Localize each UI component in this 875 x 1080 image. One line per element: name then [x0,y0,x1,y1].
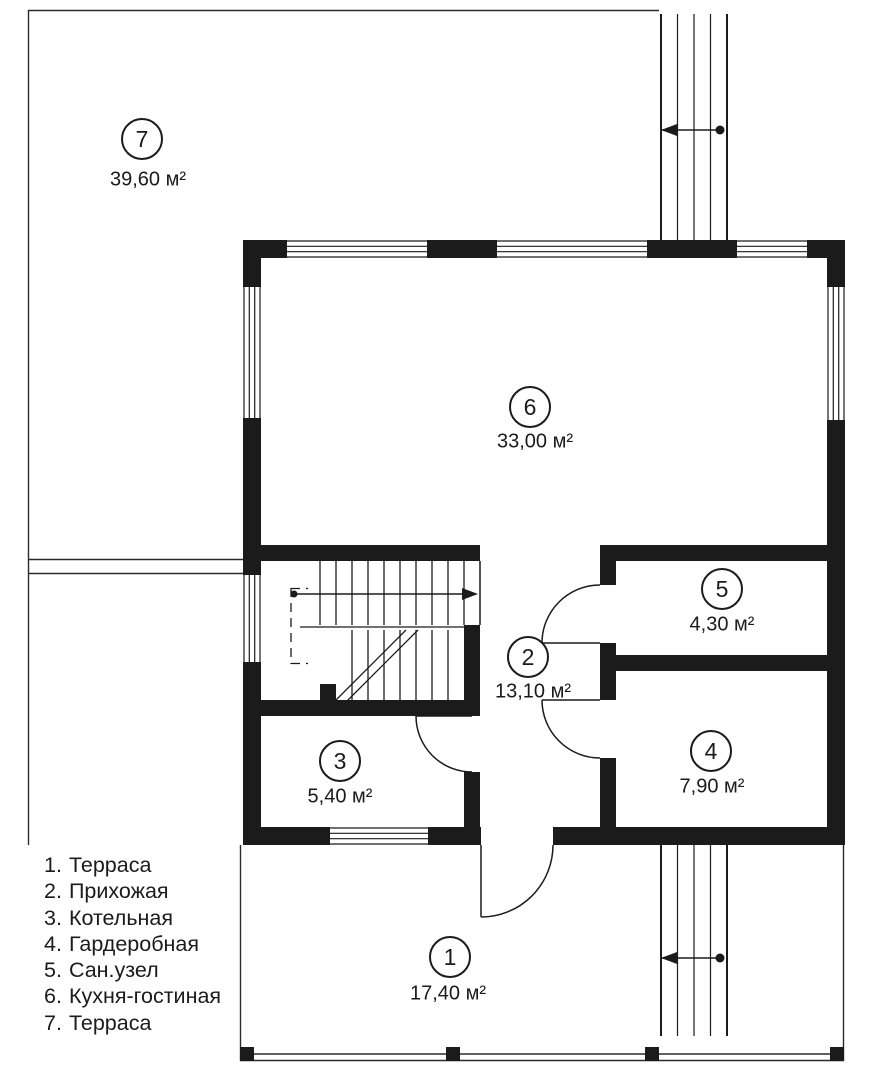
interior-walls [243,545,827,827]
room-7-area: 39,60 м² [109,168,187,191]
stairs [290,561,481,703]
legend-item-number: 3. [44,905,62,930]
flue-bottom-arrow-head [661,952,677,964]
legend-item-boiler-room: 3.Котельная [44,905,221,931]
legend-item-terrace-7: 7.Терраса [44,1010,221,1036]
porch-posts [240,1047,844,1061]
room-3-number-badge: 3 [319,740,361,782]
room-1-number-badge: 1 [429,936,471,978]
room-2-area: 13,10 м² [494,680,572,703]
flue-top-dot [715,125,725,135]
legend-item-bathroom: 5.Сан.узел [44,957,221,983]
legend-item-label: Гардеробная [68,931,199,956]
legend-item-number: 4. [44,931,62,956]
legend-item-number: 2. [44,879,62,904]
entrance-door-arc [480,844,554,918]
terrace-lower-boundary [239,845,845,1062]
legend-item-terrace-1: 1.Терраса [44,852,221,878]
legend-item-kitchen-living: 6.Кухня-гостиная [44,983,221,1009]
terrace-upper-boundary [27,9,659,845]
room-3-area: 5,40 м² [307,785,373,808]
doors [415,584,601,918]
stair-arrow-head [462,588,478,600]
legend: 1.Терраса 2.Прихожая 3.Котельная 4.Гарде… [44,852,221,1036]
flue-top [660,14,728,240]
legend-item-number: 5. [44,958,62,983]
flue-bottom [660,845,728,1036]
legend-item-wardrobe: 4.Гардеробная [44,931,221,957]
stair-break-line [345,629,419,703]
room3-door-arc [415,715,473,773]
windows [243,240,845,845]
flue-bottom-dot [715,953,725,963]
stair-arrow-start-dot [290,590,298,598]
room4-door-arc [541,699,601,759]
room-5-number-badge: 5 [701,568,743,610]
flue-top-arrow-head [661,124,677,136]
legend-item-label: Прихожая [68,879,169,904]
stair-break-line [333,629,407,703]
room-4-number-badge: 4 [690,730,732,772]
room-4-area: 7,90 м² [679,775,745,798]
room-7-number-badge: 7 [121,118,163,160]
legend-item-label: Терраса [68,1010,152,1035]
room-2-number-badge: 2 [507,636,549,678]
legend-item-label: Котельная [68,905,174,930]
legend-item-label: Терраса [68,853,152,877]
legend-item-number: 1. [44,853,62,877]
room5-door-arc [541,584,601,644]
legend-item-number: 6. [44,984,62,1009]
legend-item-number: 7. [44,1010,62,1035]
room-6-area: 33,00 м² [496,430,574,453]
legend-item-label: Кухня-гостиная [68,984,222,1009]
legend-item-label: Сан.узел [68,958,159,983]
room-1-area: 17,40 м² [409,982,487,1005]
legend-item-hallway: 2.Прихожая [44,878,221,904]
room-6-number-badge: 6 [509,386,551,428]
room-5-area: 4,30 м² [689,613,755,636]
